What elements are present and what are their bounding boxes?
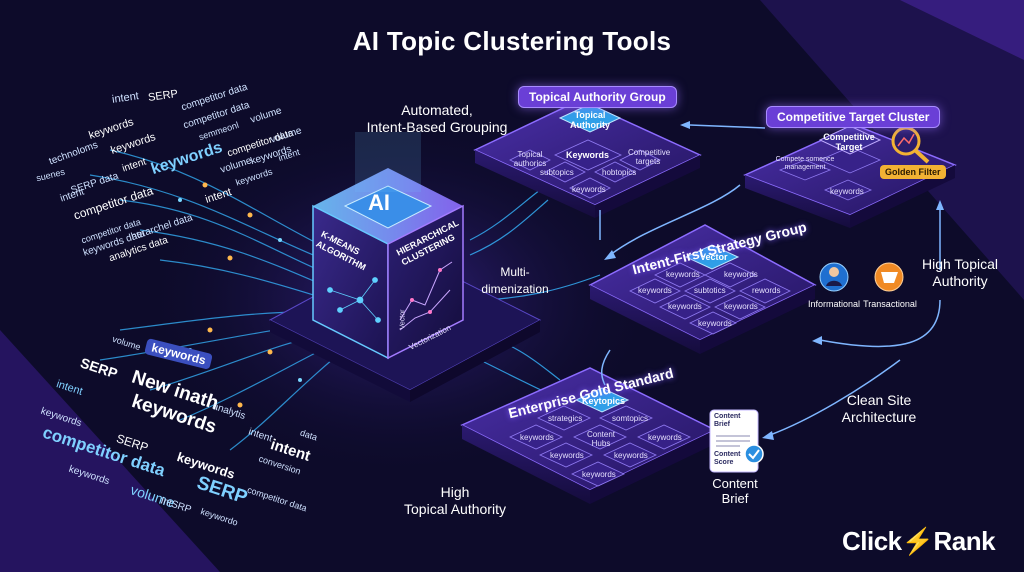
enterprise-node: strategics: [548, 414, 583, 423]
automated-label: Automated, Intent-Based Grouping: [352, 102, 522, 136]
content-brief-line-2: Brief: [721, 491, 749, 506]
topical-node: subtopics: [540, 168, 574, 177]
competitive-node: keywords: [830, 187, 864, 196]
enterprise-node: keywords: [520, 433, 554, 442]
intent-node: keywords: [638, 286, 672, 295]
content-brief-label: Content Brief: [700, 476, 770, 506]
automated-line-1: Automated,: [401, 102, 473, 118]
logo-bolt-icon: ⚡: [901, 526, 934, 556]
enterprise-node: Content Hubs: [586, 430, 616, 448]
informational-label: Informational: [807, 299, 861, 309]
vector-label: Vector: [399, 309, 407, 330]
multi-line-2: dimenization: [481, 282, 549, 296]
doc-content-score: Content Score: [714, 451, 741, 466]
transactional-cart-icon: [875, 263, 903, 291]
enterprise-node: keywords: [550, 451, 584, 460]
enterprise-node: keywords: [582, 470, 616, 479]
topical-node: Keywords: [566, 150, 610, 160]
high-topical-right-label: High Topical Authority: [905, 256, 1015, 290]
intent-node: keywords: [698, 319, 732, 328]
topical-node: Competitive targets: [628, 148, 671, 166]
multi-line-1: Multi-: [500, 265, 530, 279]
logo-part-2: Rank: [933, 526, 996, 556]
topical-node: hobtopics: [602, 168, 637, 177]
clickrank-logo: Click⚡Rank: [842, 526, 996, 557]
topical-node: Topical authorics: [513, 150, 547, 168]
intent-node: keywords: [668, 302, 702, 311]
intent-center: Vector: [700, 252, 728, 262]
high-bottom-line-1: High: [440, 484, 470, 500]
cube-ai-label: AI: [368, 190, 390, 215]
enterprise-node: keywords: [648, 433, 682, 442]
enterprise-center: Keytopics: [582, 396, 626, 406]
clean-site-label: Clean Site Architecture: [824, 392, 934, 426]
multi-dimenization-label: Multi- dimenization: [470, 264, 560, 298]
competitive-center: Competitive Target: [823, 132, 875, 152]
high-topical-right-line-2: Authority: [932, 273, 988, 289]
topical-node: keywords: [572, 185, 606, 194]
high-bottom-line-2: Topical Authority: [404, 501, 506, 517]
competitive-target-cluster-tag: Competitive Target Cluster: [766, 106, 941, 128]
clean-site-line-2: Architecture: [841, 409, 917, 425]
automated-line-2: Intent-Based Grouping: [366, 119, 508, 135]
enterprise-node: keywords: [614, 451, 648, 460]
topical-authority-group-tag: Topical Authority Group: [518, 86, 677, 108]
golden-filter-badge: Golden Filter: [880, 165, 946, 179]
content-brief-line-1: Content: [712, 476, 758, 491]
intent-node: keywords: [724, 270, 758, 279]
high-bottom-label: High Topical Authority: [380, 484, 530, 518]
competitive-node: Compete somence management: [775, 156, 835, 171]
high-topical-right-line-1: High Topical: [921, 256, 998, 272]
intent-node: subtotics: [694, 286, 726, 295]
transactional-label: Transactional: [863, 299, 917, 309]
intent-node: keywords: [724, 302, 758, 311]
magnifier-chart-icon: [893, 128, 921, 156]
intent-node: rewords: [752, 286, 781, 295]
topical-center: Topical Authority: [570, 110, 610, 130]
doc-content-brief: Content Brief: [714, 413, 741, 428]
enterprise-node: somtopics: [612, 414, 649, 423]
intent-node: keywords: [666, 270, 700, 279]
logo-part-1: Click: [842, 526, 902, 556]
clean-site-line-1: Clean Site: [846, 392, 912, 408]
informational-persona-icon: [820, 263, 848, 291]
page-title: AI Topic Clustering Tools: [352, 26, 672, 56]
